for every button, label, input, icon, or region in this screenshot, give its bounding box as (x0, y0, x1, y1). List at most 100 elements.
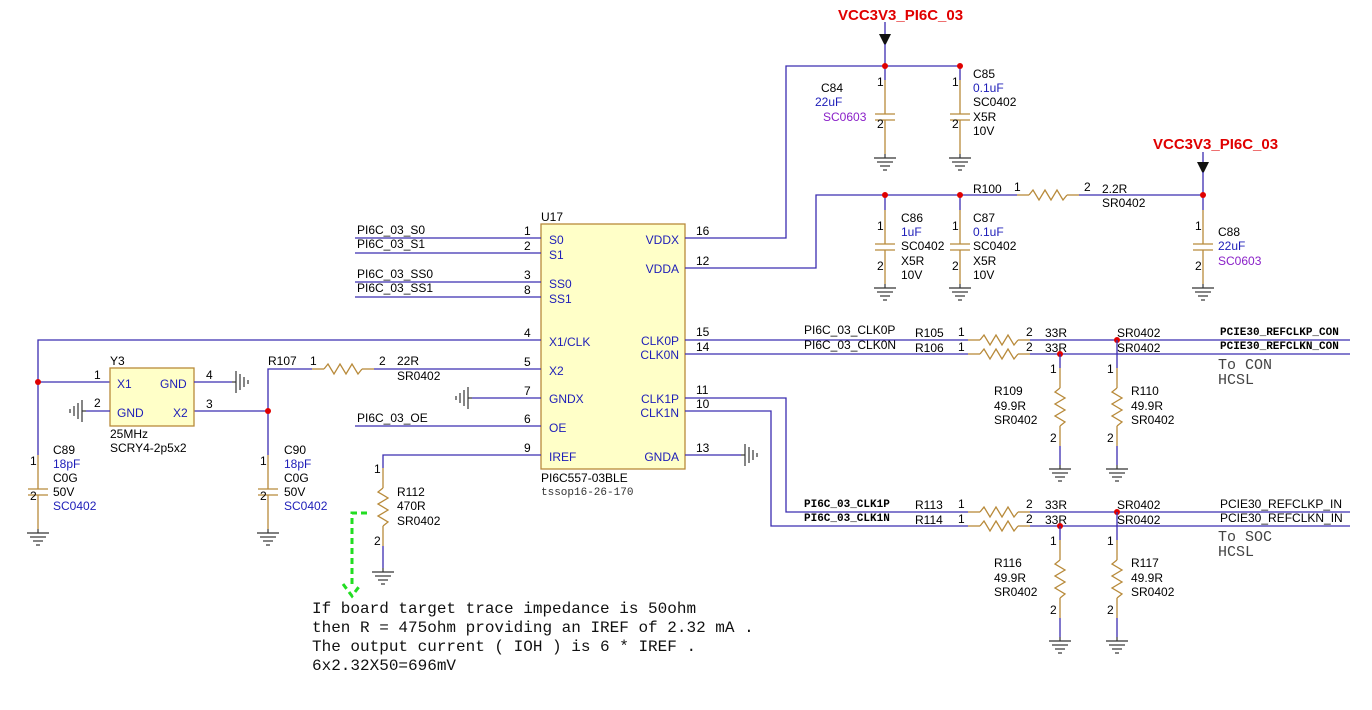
svg-text:X1/CLK: X1/CLK (549, 335, 590, 349)
svg-text:10V: 10V (973, 124, 994, 138)
svg-text:R116: R116 (994, 556, 1022, 570)
svg-text:X1: X1 (117, 377, 132, 391)
svg-text:2: 2 (260, 489, 267, 503)
svg-text:GND: GND (160, 377, 187, 391)
svg-text:33R: 33R (1045, 513, 1067, 527)
svg-text:2: 2 (877, 117, 884, 131)
crystal-y3: Y3 1 2 3 4 X1 GND GND X2 25MHz SCRY4-2p5… (69, 354, 249, 455)
svg-text:1uF: 1uF (901, 225, 922, 239)
svg-text:SS0: SS0 (549, 277, 572, 291)
svg-text:SC0603: SC0603 (823, 110, 867, 124)
gnda-ground (730, 443, 758, 467)
resistor-r116: 1 2 R116 49.9R SR0402 (994, 534, 1072, 654)
svg-text:SC0402: SC0402 (53, 499, 97, 513)
svg-text:1: 1 (958, 512, 965, 526)
net-label: PI6C_03_S1 (357, 237, 425, 251)
svg-text:1: 1 (260, 454, 267, 468)
net-label: PI6C_03_S0 (357, 223, 425, 237)
svg-text:SR0402: SR0402 (1131, 413, 1175, 427)
svg-text:R105: R105 (915, 326, 944, 340)
connector-net-label: PCIE30_REFCLKP_IN (1220, 497, 1342, 511)
capacitor-c84: 1 2 C84 22uF SC0603 (815, 75, 897, 171)
svg-text:R110: R110 (1131, 384, 1159, 398)
svg-text:SCRY4-2p5x2: SCRY4-2p5x2 (110, 441, 187, 455)
net-label: PI6C_03_CLK0P (804, 323, 895, 337)
svg-text:50V: 50V (284, 485, 305, 499)
svg-text:CLK0P: CLK0P (641, 334, 679, 348)
svg-text:SR0402: SR0402 (397, 369, 441, 383)
note-line: The output current ( IOH ) is 6 * IREF . (312, 638, 696, 656)
svg-text:49.9R: 49.9R (1131, 399, 1163, 413)
svg-text:9: 9 (524, 441, 531, 455)
svg-text:SR0402: SR0402 (397, 514, 441, 528)
svg-text:2: 2 (1107, 431, 1114, 445)
resistor-r109: 1 2 R109 49.9R SR0402 (994, 362, 1072, 482)
ic-ref: U17 (541, 210, 563, 224)
note-line: then R = 475ohm providing an IREF of 2.3… (312, 619, 754, 637)
svg-text:22uF: 22uF (815, 95, 842, 109)
net-label: PI6C_03_SS1 (357, 281, 433, 295)
svg-text:10: 10 (696, 397, 710, 411)
svg-text:R117: R117 (1131, 556, 1159, 570)
svg-text:SC0402: SC0402 (973, 95, 1017, 109)
svg-text:VDDA: VDDA (646, 262, 679, 276)
crystal-section: Y3 1 2 3 4 X1 GND GND X2 25MHz SCRY4-2p5… (26, 339, 500, 546)
svg-text:2: 2 (1195, 259, 1202, 273)
svg-text:C86: C86 (901, 211, 923, 225)
svg-text:CLK0N: CLK0N (640, 348, 679, 362)
svg-text:33R: 33R (1045, 341, 1067, 355)
svg-text:SR0402: SR0402 (1117, 326, 1161, 340)
svg-text:C85: C85 (973, 67, 995, 81)
resistor-r112: 1 2 R112 470R SR0402 (371, 462, 441, 585)
svg-text:CLK1N: CLK1N (640, 406, 679, 420)
svg-text:2: 2 (1050, 431, 1057, 445)
svg-text:2: 2 (1050, 603, 1057, 617)
svg-text:SR0402: SR0402 (1131, 585, 1175, 599)
svg-text:SC0603: SC0603 (1218, 254, 1262, 268)
design-note: If board target trace impedance is 50ohm… (312, 600, 754, 675)
svg-text:2: 2 (1107, 603, 1114, 617)
clk0-output-section: PI6C_03_CLK0P PI6C_03_CLK0N R105 1 2 33R… (730, 323, 1350, 482)
svg-text:R107: R107 (268, 354, 297, 368)
svg-text:6: 6 (524, 412, 531, 426)
svg-text:2: 2 (1026, 340, 1033, 354)
svg-text:1: 1 (958, 340, 965, 354)
svg-text:5: 5 (524, 355, 531, 369)
svg-text:16: 16 (696, 224, 710, 238)
svg-text:1: 1 (1107, 362, 1114, 376)
ic-part-number: PI6C557-03BLE (541, 471, 628, 485)
svg-text:SS1: SS1 (549, 292, 572, 306)
svg-text:10V: 10V (973, 268, 994, 282)
svg-text:SC0402: SC0402 (284, 499, 328, 513)
net-label: PI6C_03_CLK0N (804, 338, 896, 352)
resistor-r106: R106 1 2 33R SR0402 (915, 340, 1161, 360)
svg-text:50V: 50V (53, 485, 74, 499)
svg-text:18pF: 18pF (284, 457, 311, 471)
svg-text:R112: R112 (397, 485, 425, 499)
svg-text:470R: 470R (397, 499, 426, 513)
resistor-r105: R105 1 2 33R SR0402 (915, 325, 1161, 346)
svg-text:2: 2 (1026, 497, 1033, 511)
destination-label: To SOC (1218, 529, 1272, 546)
svg-text:C0G: C0G (53, 471, 78, 485)
svg-text:GNDA: GNDA (644, 450, 679, 464)
destination-label: To CON (1218, 357, 1272, 374)
svg-text:1: 1 (958, 497, 965, 511)
svg-text:25MHz: 25MHz (110, 427, 148, 441)
svg-text:12: 12 (696, 254, 710, 268)
svg-text:C0G: C0G (284, 471, 309, 485)
power-port-vcc-right: VCC3V3_PI6C_03 (1153, 136, 1278, 195)
svg-text:C84: C84 (821, 81, 843, 95)
svg-text:2: 2 (30, 489, 37, 503)
svg-text:2: 2 (94, 396, 101, 410)
svg-text:SC0402: SC0402 (901, 239, 945, 253)
svg-text:SR0402: SR0402 (994, 413, 1038, 427)
vdda-filter: R100 1 2 2.2R SR0402 1 2 C86 1uF SC0402 … (730, 180, 1262, 301)
power-net-label: VCC3V3_PI6C_03 (1153, 136, 1278, 153)
svg-text:33R: 33R (1045, 498, 1067, 512)
svg-text:1: 1 (1107, 534, 1114, 548)
svg-text:22R: 22R (397, 354, 419, 368)
svg-text:S0: S0 (549, 233, 564, 247)
svg-text:13: 13 (696, 441, 710, 455)
svg-text:0.1uF: 0.1uF (973, 81, 1004, 95)
